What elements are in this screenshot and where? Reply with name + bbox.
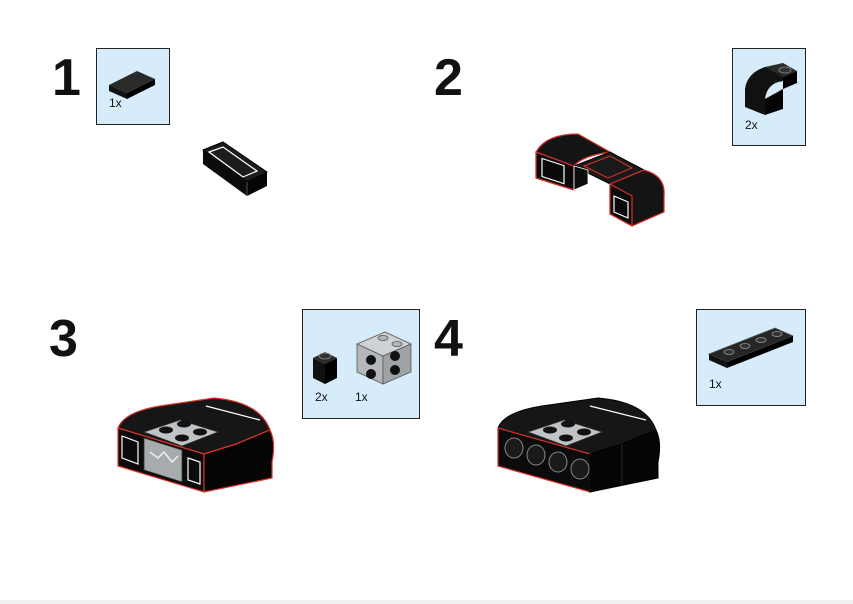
brick-1x1-black-icon bbox=[313, 352, 337, 384]
step-number-1: 1 bbox=[52, 49, 81, 107]
parts-callout-step-4: 1x bbox=[696, 309, 806, 406]
part-qty: 2x bbox=[745, 118, 758, 132]
page-footer-divider bbox=[0, 600, 853, 604]
part-qty: 1x bbox=[709, 377, 722, 391]
step-number-3: 3 bbox=[49, 310, 78, 368]
part-qty: 1x bbox=[355, 390, 368, 404]
step-3-model bbox=[117, 397, 275, 493]
parts-callout-step-2: 2x bbox=[732, 48, 806, 146]
step-number-4: 4 bbox=[434, 310, 463, 368]
step-2-model bbox=[535, 133, 665, 228]
step-number-2: 2 bbox=[434, 49, 463, 107]
parts-callout-step-3: 2x 1x bbox=[302, 309, 420, 419]
step-4-model bbox=[497, 397, 661, 493]
flat-tile-1x2-icon bbox=[109, 71, 155, 99]
parts-callout-step-1: 1x bbox=[96, 48, 170, 125]
plate-2x2-gray-icon bbox=[356, 331, 412, 385]
part-qty: 1x bbox=[109, 96, 122, 110]
plate-1x4-black-icon bbox=[707, 327, 795, 368]
part-qty: 2x bbox=[315, 390, 328, 404]
curved-slope-brick-icon bbox=[745, 63, 797, 115]
step-1-model bbox=[201, 141, 268, 196]
